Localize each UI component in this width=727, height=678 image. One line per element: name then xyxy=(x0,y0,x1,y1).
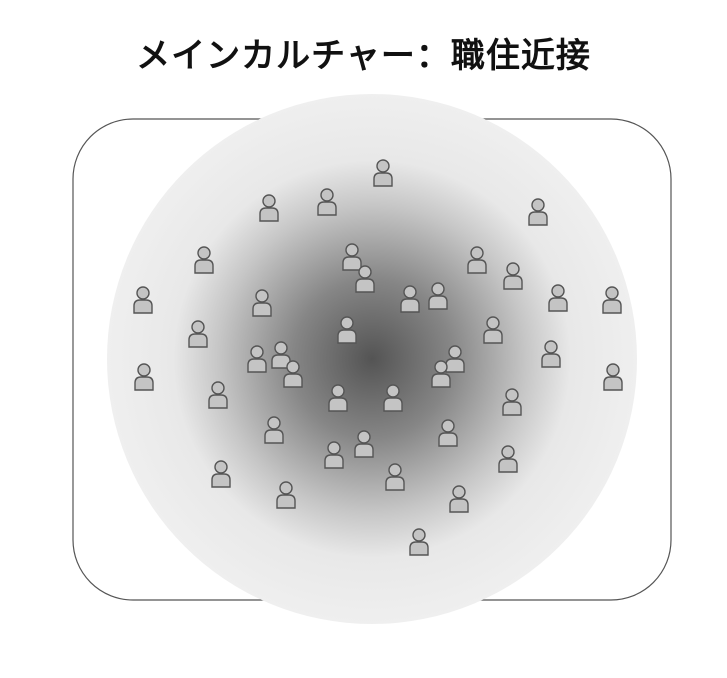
person-icon xyxy=(427,281,449,311)
diagram-title: メインカルチャー：職住近接 xyxy=(136,36,591,76)
person-icon xyxy=(384,462,406,492)
person-icon xyxy=(482,315,504,345)
person-icon xyxy=(323,440,345,470)
person-icon xyxy=(187,319,209,349)
person-icon xyxy=(448,484,470,514)
person-icon xyxy=(270,340,292,370)
person-icon xyxy=(466,245,488,275)
person-icon xyxy=(354,264,376,294)
person-icon xyxy=(275,480,297,510)
person-icon xyxy=(540,339,562,369)
person-icon xyxy=(430,359,452,389)
person-icon xyxy=(316,187,338,217)
person-icon xyxy=(193,245,215,275)
person-icon xyxy=(263,415,285,445)
person-icon xyxy=(501,387,523,417)
person-icon xyxy=(336,315,358,345)
person-icon xyxy=(408,527,430,557)
person-icon xyxy=(502,261,524,291)
person-icon xyxy=(282,359,304,389)
person-icon xyxy=(132,285,154,315)
person-icon xyxy=(372,158,394,188)
person-icon xyxy=(437,418,459,448)
person-icon xyxy=(251,288,273,318)
person-icon xyxy=(602,362,624,392)
person-icon xyxy=(527,197,549,227)
person-icon xyxy=(382,383,404,413)
person-icon xyxy=(210,459,232,489)
person-icon xyxy=(327,383,349,413)
person-icon xyxy=(258,193,280,223)
person-icon xyxy=(353,429,375,459)
person-icon xyxy=(444,344,466,374)
density-circle xyxy=(107,94,637,624)
person-icon xyxy=(246,344,268,374)
person-icon xyxy=(601,285,623,315)
person-icon xyxy=(497,444,519,474)
person-icon xyxy=(399,284,421,314)
person-icon xyxy=(207,380,229,410)
person-icon xyxy=(133,362,155,392)
person-icon xyxy=(547,283,569,313)
person-icon xyxy=(341,242,363,272)
